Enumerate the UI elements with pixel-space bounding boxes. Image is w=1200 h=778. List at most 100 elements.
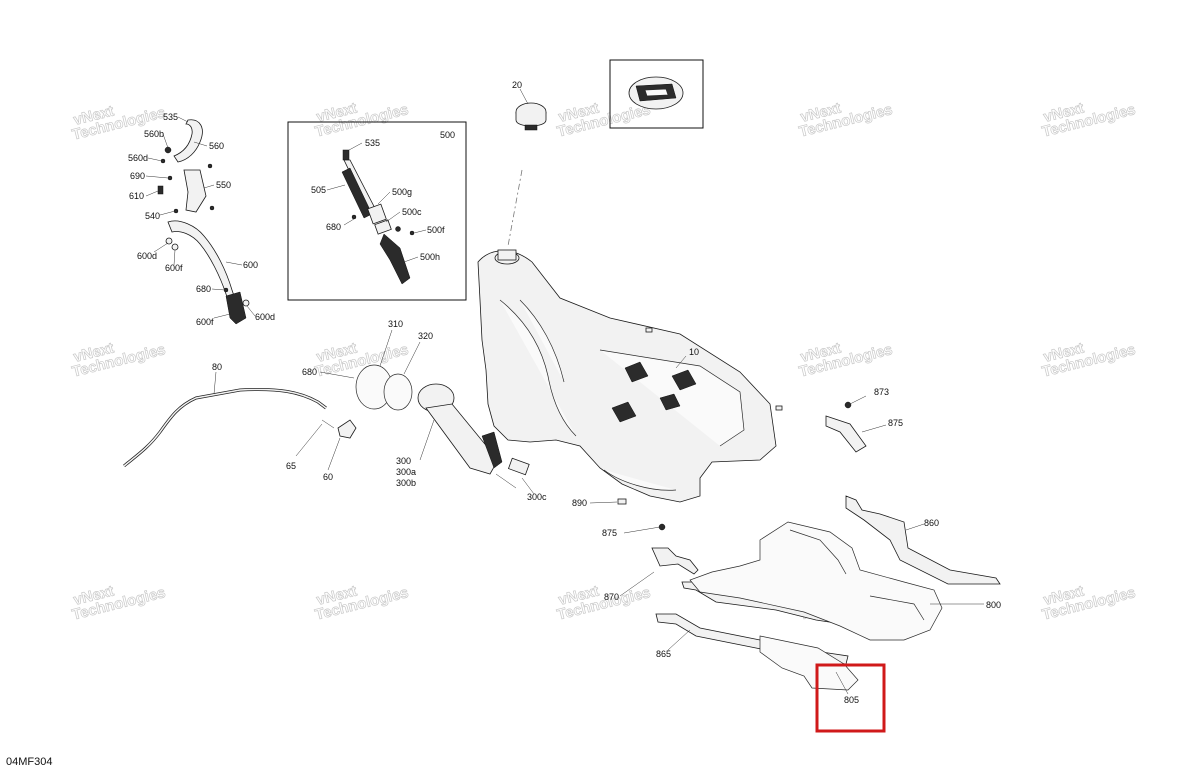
skid-contour xyxy=(869,595,925,621)
connector-500c xyxy=(374,219,392,235)
callout-500c: 500c xyxy=(402,207,422,217)
vent-fitting xyxy=(645,327,653,333)
highlight-805 xyxy=(815,663,886,733)
tank-filler-neck-body xyxy=(497,249,517,261)
bolt-890 xyxy=(617,498,627,505)
nut-610 xyxy=(157,185,164,195)
tank-strap-pad xyxy=(659,393,681,411)
callout-500g: 500g xyxy=(392,187,412,197)
callout-680: 680 xyxy=(196,284,211,294)
cap-neck xyxy=(524,124,538,131)
callout-800: 800 xyxy=(986,600,1001,610)
callout-10: 10 xyxy=(689,347,699,357)
pump-filter xyxy=(481,431,503,469)
callout-610: 610 xyxy=(129,191,144,201)
callout-535: 535 xyxy=(365,138,380,148)
callout-300: 300 xyxy=(396,456,411,466)
callout-320: 320 xyxy=(418,331,433,341)
callout-600f: 600f xyxy=(165,263,183,273)
filler-hose-560 xyxy=(173,119,203,163)
callout-680: 680 xyxy=(326,222,341,232)
detail-inset-cap xyxy=(609,59,704,129)
callout-535: 535 xyxy=(163,112,178,122)
callout-505: 505 xyxy=(311,185,326,195)
callout-805: 805 xyxy=(844,695,859,705)
callout-300b: 300b xyxy=(396,478,416,488)
filler-neck-assembly xyxy=(157,119,250,325)
callout-310: 310 xyxy=(388,319,403,329)
screw xyxy=(209,205,215,211)
callout-690: 690 xyxy=(130,171,145,181)
leader-lines-500 xyxy=(326,142,427,263)
bracket xyxy=(825,415,867,453)
filler-pipe-end xyxy=(225,291,247,325)
screw-690 xyxy=(167,175,173,181)
skid-contour xyxy=(789,529,847,575)
callout-560b: 560b xyxy=(144,129,164,139)
callout-890: 890 xyxy=(572,498,587,508)
fitting-60 xyxy=(337,419,357,439)
screw-680 xyxy=(351,214,357,220)
callout-870: 870 xyxy=(604,592,619,602)
tank-strap-860 xyxy=(845,495,1001,585)
screw-65 xyxy=(321,419,335,429)
cap-top-view xyxy=(628,76,684,110)
fitting xyxy=(395,226,401,232)
clamp-535 xyxy=(342,149,350,161)
fuel-tank-10 xyxy=(477,249,783,503)
callout-600d: 600d xyxy=(137,251,157,261)
cap-label-text-area xyxy=(644,88,669,97)
callout-20: 20 xyxy=(512,80,522,90)
tank-contour xyxy=(519,299,565,383)
callout-560d: 560d xyxy=(128,153,148,163)
protector xyxy=(759,635,859,691)
callout-80: 80 xyxy=(212,362,222,372)
cap-side xyxy=(515,112,547,127)
centerline xyxy=(507,169,523,247)
tank-contour xyxy=(499,299,577,437)
clamp-560b xyxy=(164,146,172,154)
document-code: 04MF304 xyxy=(6,756,53,768)
fuel-cap-20 xyxy=(515,88,547,131)
tank-contour xyxy=(603,469,677,491)
tank-strap-pad xyxy=(671,369,697,391)
filler-bracket-550 xyxy=(183,169,207,213)
screw-540 xyxy=(173,208,179,214)
connector-500g xyxy=(367,203,387,225)
callout-550: 550 xyxy=(216,180,231,190)
fuel-line-80 xyxy=(123,371,357,471)
callout-500f: 500f xyxy=(427,225,445,235)
detail-box-500 xyxy=(287,121,467,301)
protector-805 xyxy=(759,635,859,695)
clamp-600d xyxy=(242,299,250,307)
callout-560: 560 xyxy=(209,141,224,151)
callout-300a: 300a xyxy=(396,467,416,477)
clamp-600d xyxy=(165,237,173,245)
callout-60: 60 xyxy=(323,472,333,482)
callout-865: 865 xyxy=(656,649,671,659)
pump-detail-500 xyxy=(341,149,415,285)
clamp-500f xyxy=(409,230,415,236)
pickup-500h xyxy=(379,233,411,285)
callout-875: 875 xyxy=(888,418,903,428)
tank-strap-pad xyxy=(624,361,649,383)
vent-fitting xyxy=(775,405,783,411)
pump-float xyxy=(507,457,530,476)
callout-600f: 600f xyxy=(196,317,214,327)
callout-680: 680 xyxy=(302,367,317,377)
callout-500h: 500h xyxy=(420,252,440,262)
callout-labels: 535 560b 560 560d 690 550 610 540 600d 6… xyxy=(128,80,1001,705)
fuel-pump-300 xyxy=(319,329,535,495)
bolt-873 xyxy=(844,401,852,409)
callout-600d: 600d xyxy=(255,312,275,322)
ring-320 xyxy=(383,373,413,411)
clamp-600f xyxy=(171,243,179,251)
callout-500: 500 xyxy=(440,130,455,140)
tank-strap-pad xyxy=(611,401,637,423)
callout-873: 873 xyxy=(874,387,889,397)
strap-clip xyxy=(651,547,699,575)
strap xyxy=(845,495,1001,585)
tank-bracket-875 xyxy=(825,395,887,453)
callout-860: 860 xyxy=(924,518,939,528)
